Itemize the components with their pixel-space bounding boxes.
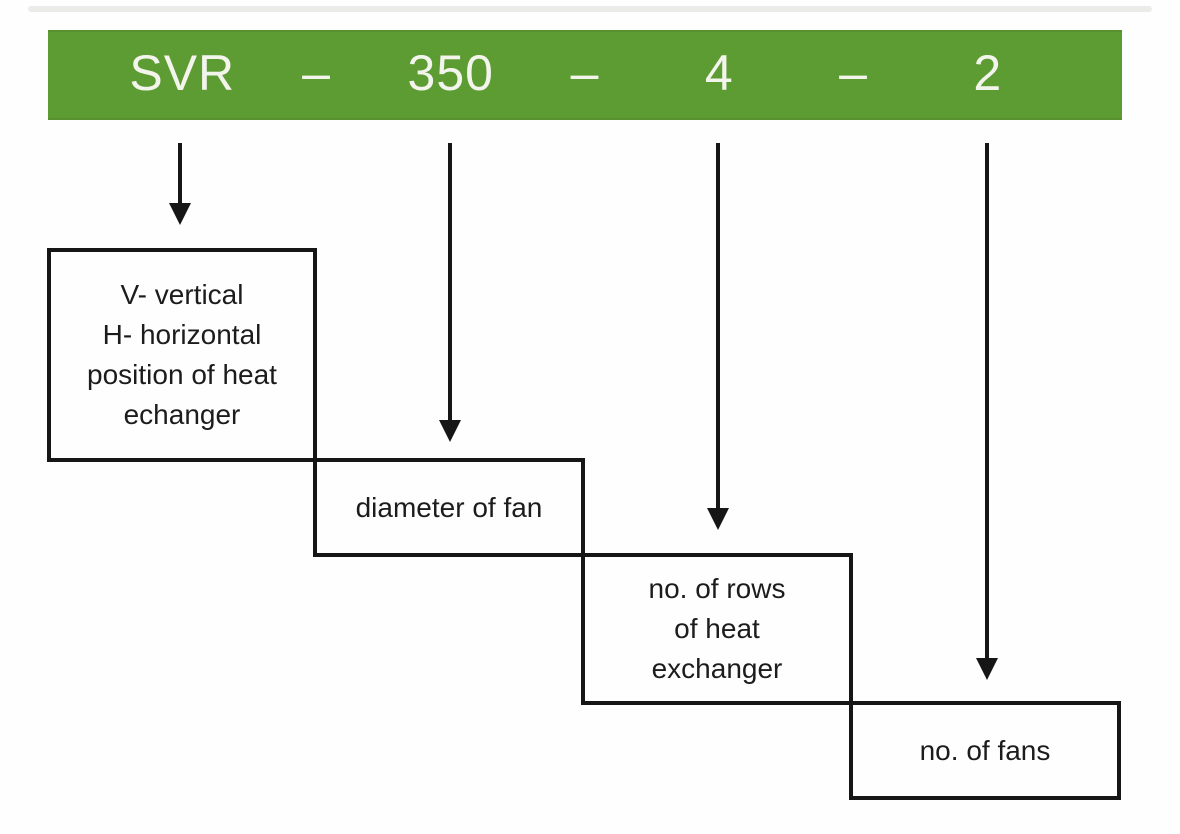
callout-line: no. of fans bbox=[919, 734, 1051, 766]
callout-box-number-of-fans: no. of fans bbox=[849, 701, 1121, 800]
callout-box-fan-diameter: diameter of fan bbox=[313, 458, 585, 557]
scan-artifact-line bbox=[28, 6, 1152, 12]
callout-box-rows-of-heat-exchanger: no. of rows of heat exchanger bbox=[581, 553, 853, 705]
callout-line: no. of rows bbox=[648, 573, 786, 604]
code-segment-series: SVR bbox=[129, 45, 236, 101]
code-separator-dash: – bbox=[302, 45, 331, 101]
code-separator-dash: – bbox=[570, 45, 600, 101]
model-code-banner: SVR – 350 – 4 – 2 bbox=[48, 30, 1122, 120]
arrowhead bbox=[976, 658, 998, 680]
code-segment-rows: 4 bbox=[704, 45, 734, 101]
code-segment-diameter: 350 bbox=[407, 45, 494, 101]
callout-line: exchanger bbox=[651, 653, 783, 684]
arrowhead bbox=[169, 203, 191, 225]
arrow-shaft bbox=[178, 143, 182, 205]
code-segment-fan-count: 2 bbox=[973, 45, 1003, 101]
callout-line: echanger bbox=[123, 399, 241, 430]
arrowhead bbox=[707, 508, 729, 530]
callout-line: of heat bbox=[674, 613, 760, 644]
down-arrow-2-icon bbox=[975, 143, 999, 680]
arrow-shaft bbox=[985, 143, 989, 660]
arrowhead bbox=[439, 420, 461, 442]
callout-line: V- vertical bbox=[120, 279, 244, 310]
callout-line: H- horizontal bbox=[102, 319, 262, 350]
arrow-shaft bbox=[716, 143, 720, 510]
callout-line: diameter of fan bbox=[355, 491, 543, 523]
down-arrow-svr-icon bbox=[168, 143, 192, 225]
arrow-shaft bbox=[448, 143, 452, 422]
callout-line: position of heat bbox=[87, 359, 277, 390]
down-arrow-4-icon bbox=[706, 143, 730, 530]
code-separator-dash: – bbox=[839, 45, 868, 101]
down-arrow-350-icon bbox=[438, 143, 462, 442]
callout-box-position-of-heat-exchanger: V- vertical H- horizontal position of he… bbox=[47, 248, 317, 462]
